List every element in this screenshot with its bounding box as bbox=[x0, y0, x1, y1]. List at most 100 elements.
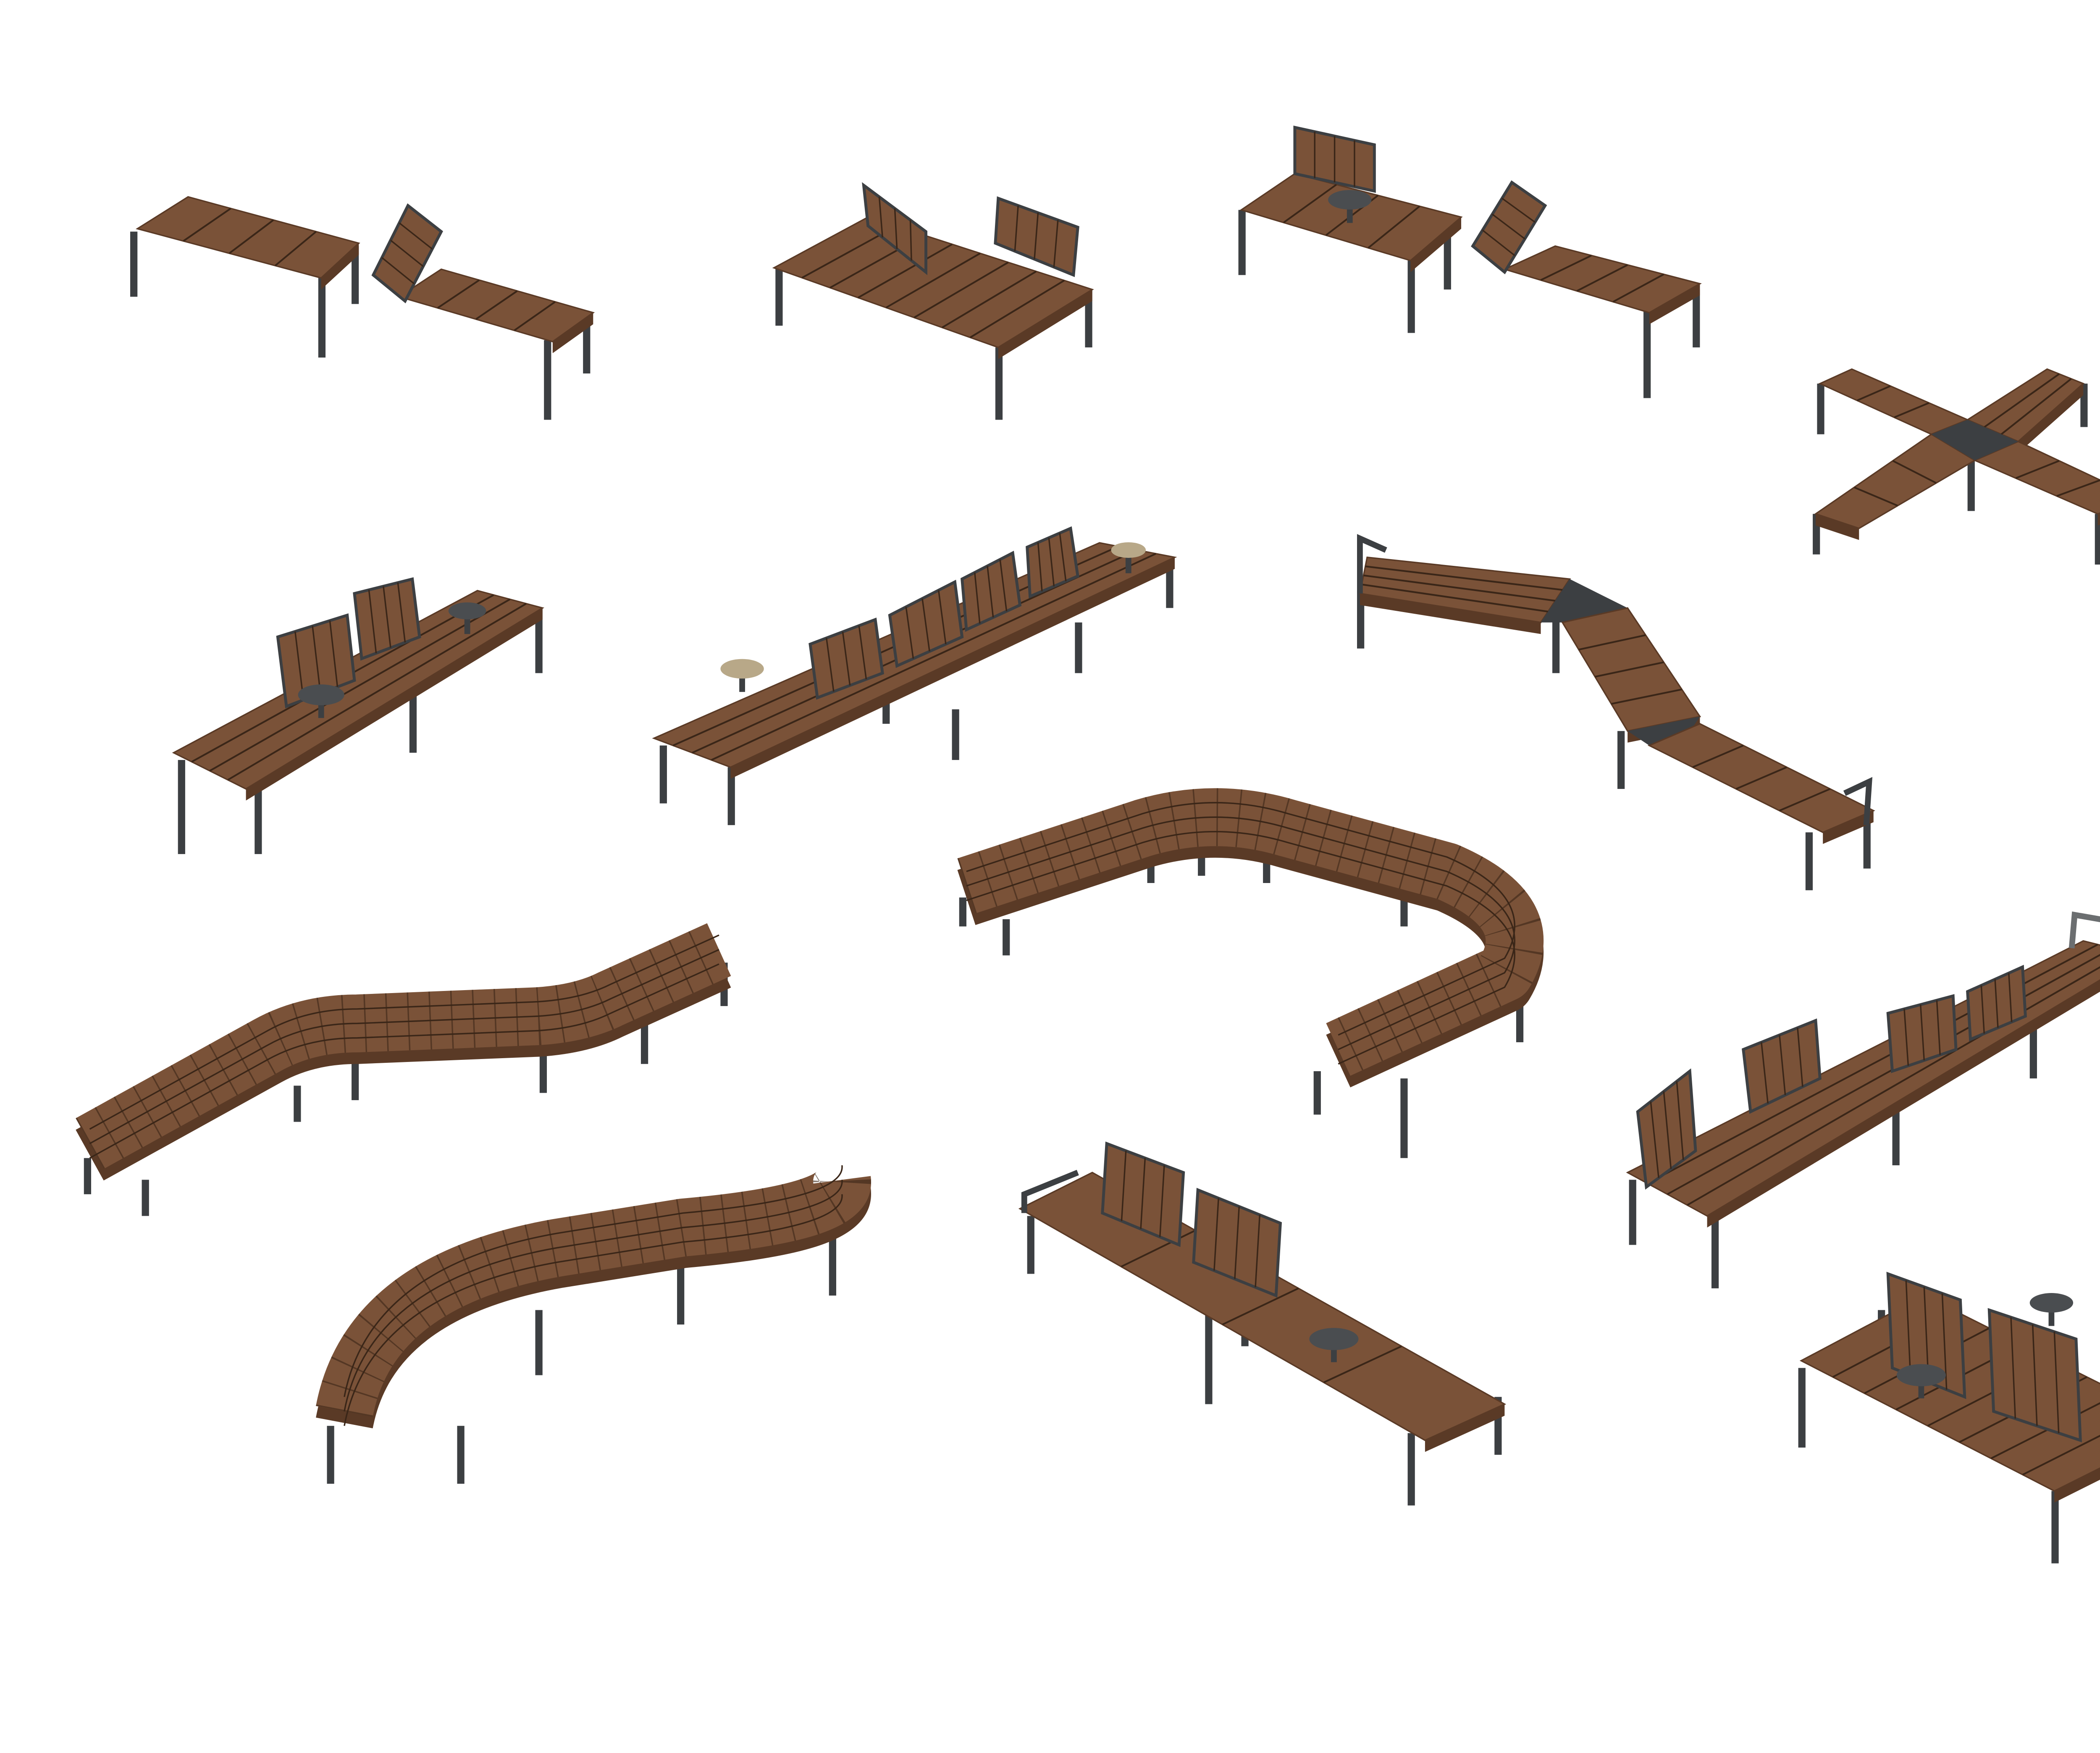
backrest-slat-gap bbox=[1037, 542, 1043, 591]
side-table-top bbox=[1896, 1364, 1946, 1386]
backrest-slat-gap bbox=[937, 590, 947, 644]
backrest-slat-gap bbox=[842, 631, 851, 686]
plank-gap bbox=[1612, 273, 1664, 303]
metal-leg bbox=[1798, 1368, 1806, 1448]
plank-gap bbox=[1222, 1287, 1299, 1325]
armrest bbox=[2068, 911, 2100, 949]
metal-leg bbox=[178, 760, 185, 854]
side-table-top bbox=[720, 659, 764, 679]
plank-gap bbox=[1540, 255, 1592, 281]
backrest-slat-gap bbox=[368, 590, 377, 654]
bench-legs bbox=[84, 210, 2100, 1564]
backrest-slat-gap bbox=[826, 638, 835, 692]
metal-leg bbox=[352, 1057, 359, 1100]
backrest-slat-gap bbox=[294, 631, 304, 700]
metal-leg bbox=[142, 1180, 149, 1216]
backrest-slat-gap bbox=[1676, 1081, 1684, 1160]
backrest-slat-gap bbox=[1482, 229, 1515, 256]
metal-leg bbox=[1967, 460, 1975, 511]
metal-leg bbox=[535, 1310, 543, 1375]
long-bench-seat-side bbox=[1707, 980, 2100, 1228]
plank-gap bbox=[914, 261, 1009, 318]
curved-benches bbox=[76, 788, 1544, 1429]
plank-gap bbox=[1576, 264, 1628, 292]
metal-leg bbox=[255, 789, 262, 854]
plank-gap bbox=[89, 934, 719, 1130]
platform-seat-side bbox=[2054, 1468, 2100, 1503]
backrest-slat-gap bbox=[1034, 213, 1039, 259]
corner-plate bbox=[1541, 579, 1628, 623]
cross-center-plate bbox=[1931, 420, 2019, 460]
backrest-slat-gap bbox=[909, 220, 912, 261]
plank-gap bbox=[1894, 402, 1929, 418]
side-table-top bbox=[1309, 1328, 1359, 1350]
backrest-slat-gap bbox=[1994, 979, 1999, 1028]
metal-leg bbox=[1552, 615, 1560, 673]
backrest bbox=[961, 551, 1022, 632]
backrest-slat-gap bbox=[1234, 1206, 1240, 1279]
side-table-top bbox=[1328, 190, 1372, 210]
plank-gap bbox=[2015, 460, 2060, 479]
backrest-slat-gap bbox=[1797, 1028, 1803, 1087]
metal-leg bbox=[1629, 1180, 1636, 1245]
plank-gap bbox=[1365, 565, 1563, 591]
cross-arm bbox=[1814, 433, 1977, 529]
backrest-slat-gap bbox=[1213, 1198, 1219, 1271]
backrest-slat-gap bbox=[878, 197, 883, 238]
backrest-slat-gap bbox=[1941, 1293, 1948, 1390]
metal-leg bbox=[640, 1020, 648, 1064]
metal-leg bbox=[775, 268, 783, 326]
backrest-slat-gap bbox=[1492, 213, 1525, 239]
backrest-slat-gap bbox=[1053, 220, 1059, 267]
backrest-slat-gap bbox=[1663, 1091, 1672, 1169]
plank-gap bbox=[228, 219, 274, 254]
backrest-slat-gap bbox=[1255, 1214, 1261, 1288]
long-bench-seat bbox=[1626, 940, 2100, 1217]
metal-leg bbox=[1313, 1071, 1321, 1115]
metal-leg bbox=[677, 1267, 685, 1325]
metal-leg bbox=[959, 897, 966, 927]
plank-gap bbox=[344, 1194, 843, 1426]
plank-gap bbox=[209, 598, 511, 772]
metal-leg bbox=[544, 340, 551, 420]
plank-gap bbox=[1368, 205, 1420, 249]
backrest-slat-gap bbox=[1650, 1101, 1659, 1178]
plank-gap bbox=[1361, 583, 1549, 612]
bench-seat-side bbox=[1360, 593, 1541, 634]
backrest-slat-gap bbox=[1159, 1165, 1165, 1237]
plank-gap bbox=[1892, 460, 1937, 484]
backrest-slat-gap bbox=[987, 566, 994, 618]
chaise-seat-side bbox=[552, 313, 593, 353]
plank-gap bbox=[1779, 788, 1831, 812]
plank-gap bbox=[437, 279, 480, 309]
plank-gap bbox=[1854, 486, 1898, 507]
backrest-slat-gap bbox=[2010, 1317, 2016, 1419]
plank-gap bbox=[885, 252, 981, 309]
plank-gap bbox=[2000, 378, 2072, 435]
metal-leg bbox=[1075, 622, 1082, 673]
plank-gap bbox=[1735, 766, 1787, 790]
bench-seat bbox=[135, 196, 360, 279]
backrest-slat-gap bbox=[1048, 537, 1055, 586]
metal-leg bbox=[1003, 919, 1010, 956]
backrest-slat-gap bbox=[390, 239, 424, 267]
plank-gap bbox=[969, 279, 1065, 339]
metal-leg bbox=[1400, 1078, 1408, 1158]
bench-seat-side bbox=[321, 243, 359, 290]
metal-leg bbox=[1817, 384, 1824, 434]
plank-gap bbox=[1283, 184, 1337, 223]
backrest-slat-gap bbox=[1140, 1158, 1146, 1229]
metal-leg bbox=[1805, 832, 1813, 891]
plank-gap bbox=[1595, 661, 1664, 678]
metal-leg bbox=[1166, 564, 1173, 608]
metal-leg bbox=[952, 709, 959, 760]
backrest-slat-gap bbox=[905, 607, 914, 659]
plank-gap bbox=[1323, 1345, 1402, 1383]
metal-leg bbox=[327, 1426, 334, 1484]
backrest-slat-gap bbox=[974, 572, 981, 624]
metal-leg bbox=[535, 608, 543, 673]
backrest bbox=[862, 182, 927, 276]
metal-leg bbox=[352, 246, 359, 304]
plank-gap bbox=[475, 290, 518, 320]
